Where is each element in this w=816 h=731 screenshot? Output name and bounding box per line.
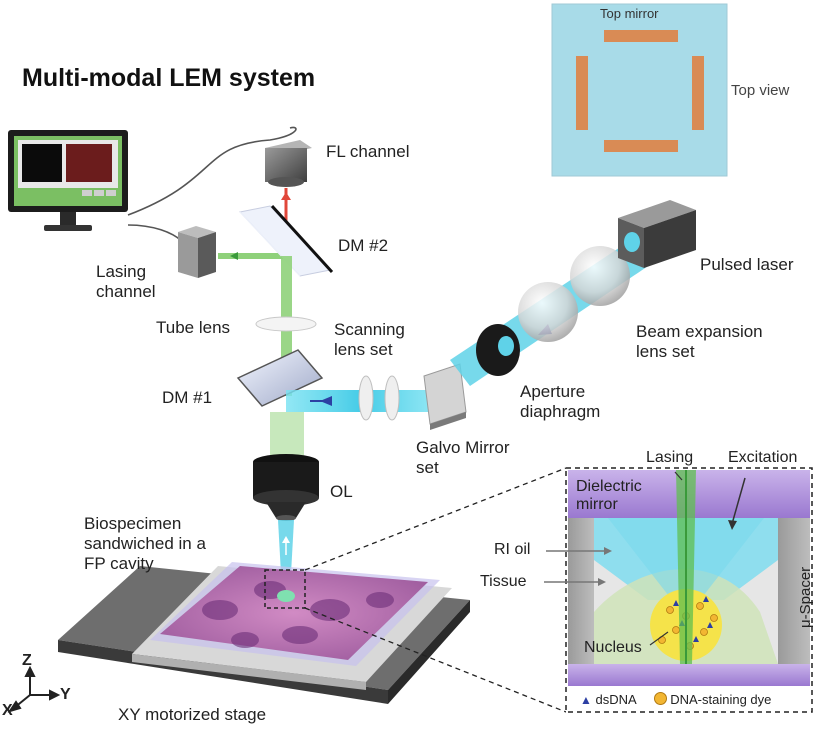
cavity-inset [544,467,813,713]
zoom-connector-bottom [304,607,567,713]
ri-oil-label: RI oil [494,541,531,558]
tube-lens-label: Tube lens [156,318,231,337]
pulsed-laser-label: Pulsed laser [700,255,794,274]
inset-legend: ▲ dsDNA DNA-staining dye [580,692,771,707]
dielectric-mirror-bottom [568,664,810,686]
lasing-channel-label: Lasing channel [96,262,156,301]
excitation-label: Excitation [728,449,798,466]
tissue-label: Tissue [480,573,527,590]
spacer-left [568,518,594,664]
figure-title: Multi-modal LEM system [22,64,316,92]
legend-dye: DNA-staining dye [670,692,772,707]
zoom-connector-top [304,467,567,571]
tube-lens-icon [255,316,317,332]
galvo-mirror-label: Galvo Mirror set [416,438,510,477]
dm2-label: DM #2 [338,236,389,255]
top-view-label: Top view [731,82,790,99]
top-mirror-strip-bottom [604,140,678,152]
dye-circle-icon [653,692,667,705]
axis-y-label: Y [60,686,71,703]
top-mirror-strip-left [576,56,588,130]
camera-icon [265,140,312,187]
aperture-diaphragm-label: Aperture diaphragm [520,382,601,421]
legend-dsdna: dsDNA [595,692,636,707]
lasing-camera-icon [178,226,216,278]
xy-stage-label: XY motorized stage [118,705,267,724]
objective-icon [253,412,319,521]
scanning-lens-icon [358,375,400,421]
aperture-diaphragm-icon [476,324,520,376]
dm1-mirror-icon [236,349,324,407]
laser-icon [618,200,696,268]
axis-z-label: Z [22,652,32,669]
top-view-panel [551,3,728,177]
fl-channel-label: FL channel [326,142,410,161]
spacer-right [778,518,810,664]
top-mirror-label: Top mirror [600,6,659,21]
top-mirror-strip-right [692,56,704,130]
zoom-region [264,569,306,609]
nucleus-label: Nucleus [584,639,642,656]
excitation-pointer [731,477,746,525]
monitor-icon [8,130,128,231]
top-mirror-strip-top [604,30,678,42]
ol-label: OL [330,482,353,501]
scanning-lens-label: Scanning lens set [334,320,405,359]
specimen [150,562,440,666]
spacer-label: μ-Spacer [797,566,814,628]
lasing-arrow [230,252,238,260]
cable-fl [127,126,297,216]
beam-expansion-label: Beam expansion lens set [636,322,763,361]
axis-icon [7,665,61,713]
dm1-label: DM #1 [162,388,213,407]
lasing-label: Lasing [646,449,694,466]
dsdna-triangle-icon: ▲ [580,693,592,707]
galvo-mirror-icon [423,363,467,430]
dielectric-mirror-label: Dielectric mirror [576,478,642,513]
fl-arrow [281,192,291,200]
biospecimen-label: Biospecimen sandwiched in a FP cavity [84,514,206,573]
beam-expansion-lens-icon [518,246,630,342]
axis-x-label: X [2,702,13,719]
